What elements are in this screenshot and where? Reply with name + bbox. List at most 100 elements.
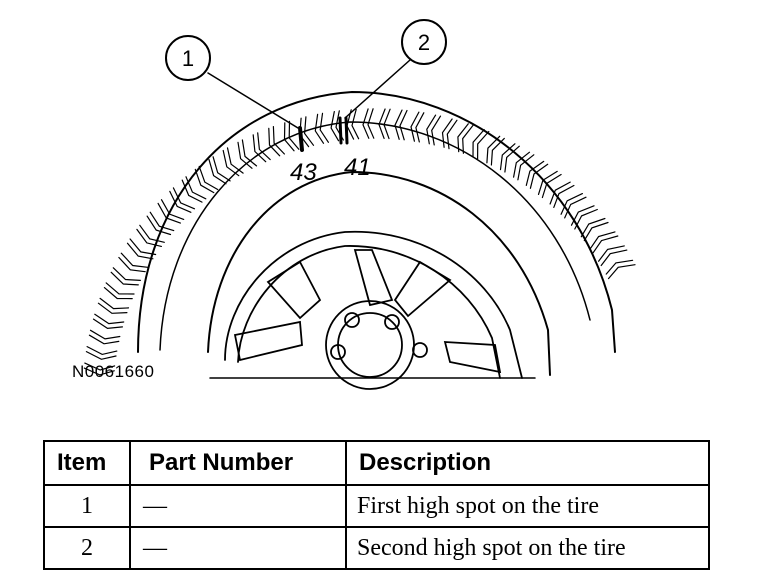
tread-chevron	[399, 109, 408, 141]
tread-chevron	[564, 196, 587, 219]
tread-chevron	[457, 123, 469, 153]
figure-id: N0061660	[72, 362, 155, 381]
tread-chevron	[160, 199, 185, 220]
tread-chevron	[330, 111, 340, 142]
tread-chevron	[129, 238, 157, 256]
callout-1-leader	[207, 72, 299, 129]
tread-chevron	[549, 181, 571, 205]
tread-chevron	[120, 252, 149, 268]
tread-chevron	[351, 108, 360, 140]
callout-2-number: 2	[418, 30, 430, 55]
callout-1-number: 1	[182, 46, 194, 71]
tread-chevron	[103, 287, 133, 300]
row-part-number: —	[129, 484, 347, 528]
tread-chevron	[181, 179, 203, 203]
tread-chevron	[272, 126, 285, 155]
tread-chevron	[367, 108, 375, 139]
tread-chevron	[462, 124, 474, 154]
table-header-row: Item Part Number Description	[43, 440, 710, 486]
tread-chevron	[99, 297, 130, 310]
tread-chevron	[600, 249, 628, 267]
tread-chevron	[486, 135, 501, 164]
tread-chevron	[252, 134, 267, 163]
tread-chevron	[139, 224, 165, 243]
callout-2: 2	[401, 19, 447, 65]
tread-chevron	[92, 318, 123, 330]
tread-chevron	[303, 116, 315, 146]
tread-chevron	[237, 141, 253, 169]
wheel-rim	[224, 230, 523, 390]
tread-chevron	[257, 132, 271, 161]
tread-chevron	[198, 165, 219, 191]
tire-illustration: 43 41 1 2	[83, 19, 636, 390]
tread-chevron	[157, 202, 181, 224]
tread-chevron	[570, 205, 595, 226]
tread-chevron	[105, 282, 135, 295]
tread-chevron	[499, 143, 516, 171]
tread-chevron	[605, 259, 634, 275]
tire-tread	[83, 108, 636, 376]
tread-chevron	[83, 367, 115, 376]
tread-chevron	[149, 211, 175, 232]
tread-chevron	[208, 159, 227, 185]
tread-chevron	[97, 302, 128, 314]
tread-chevron	[88, 334, 120, 345]
header-part-number: Part Number	[129, 440, 347, 486]
tread-chevron	[410, 111, 420, 142]
tread-chevron	[94, 313, 125, 325]
tread-chevron	[580, 217, 606, 238]
tread-chevron	[472, 129, 485, 158]
tread-chevron	[592, 235, 619, 254]
tread-chevron	[288, 120, 300, 150]
tread-chevron	[126, 242, 154, 260]
high-spot-2-label: 41	[344, 154, 371, 181]
row-description: First high spot on the tire	[345, 484, 710, 528]
tread-chevron	[169, 190, 192, 213]
tread-chevron	[490, 137, 505, 166]
tread-chevron	[477, 130, 490, 160]
tread-chevron	[112, 267, 141, 281]
tread-chevron	[517, 154, 535, 181]
tread-chevron	[598, 245, 625, 262]
tread-chevron	[172, 187, 196, 210]
tire-tread-band	[159, 121, 591, 351]
callout-1: 1	[165, 35, 211, 81]
callout-2-leader	[344, 59, 411, 119]
tread-chevron	[529, 163, 549, 189]
tread-chevron	[84, 362, 116, 371]
tread-chevron	[378, 108, 386, 139]
high-spot-marks	[298, 116, 349, 152]
tread-chevron	[607, 264, 636, 280]
tread-chevron	[446, 119, 458, 150]
tread-chevron	[314, 113, 325, 144]
tread-chevron	[268, 127, 281, 157]
header-description: Description	[345, 440, 710, 486]
tread-chevron	[589, 231, 616, 250]
tread-chevron	[146, 215, 172, 236]
high-spot-2-mark	[338, 116, 343, 145]
tread-chevron	[86, 346, 118, 356]
tread-chevron	[194, 168, 215, 194]
tread-chevron	[553, 184, 575, 208]
tread-chevron	[537, 170, 558, 195]
tread-chevron	[212, 156, 231, 182]
tread-chevron	[560, 193, 583, 215]
row-part-number: —	[129, 526, 347, 570]
tread-chevron	[118, 256, 146, 273]
row-item: 1	[43, 484, 131, 528]
tread-chevron	[226, 147, 244, 174]
tread-chevron	[85, 351, 117, 360]
tread-chevron	[541, 173, 562, 199]
tread-chevron	[426, 114, 437, 145]
tread-chevron	[513, 151, 531, 178]
tread-chevron	[241, 139, 258, 167]
tread-chevron	[383, 108, 391, 140]
table-row: 2 — Second high spot on the tire	[43, 526, 710, 570]
row-item: 2	[43, 526, 131, 570]
tread-chevron	[136, 228, 162, 247]
tread-chevron	[110, 271, 139, 286]
row-description: Second high spot on the tire	[345, 526, 710, 570]
tread-chevron	[431, 115, 442, 146]
high-spot-1-mark	[298, 126, 304, 152]
tire-sidewall	[207, 170, 551, 376]
